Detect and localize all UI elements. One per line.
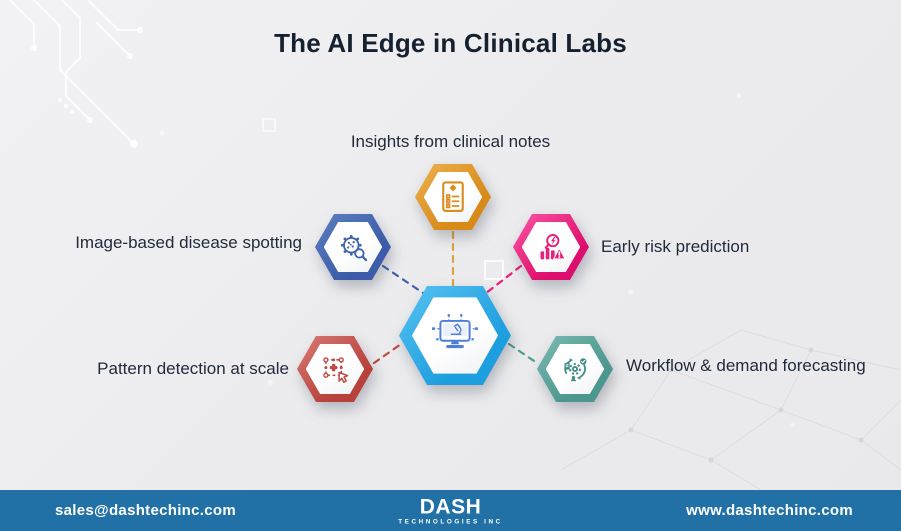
- label-pattern: Pattern detection at scale: [97, 359, 289, 378]
- clinical-notes-document-icon: [442, 181, 464, 212]
- hexagon-workflow: [537, 336, 613, 402]
- pattern-grid-cursor-icon: [323, 357, 349, 383]
- hexagon-risk: [513, 214, 589, 280]
- hexagon-center-ai-lab: [399, 286, 511, 385]
- square-watermark: [484, 260, 504, 280]
- hexagon-imaging: [315, 214, 391, 280]
- dash-technologies-logo: DASH TECHNOLOGIES INC: [398, 496, 503, 525]
- monitor-microscope-icon: [432, 314, 478, 349]
- label-workflow: Workflow & demand forecasting: [626, 356, 866, 375]
- circuit-trace-decoration: [9, 0, 143, 148]
- page-title: The AI Edge in Clinical Labs: [274, 28, 627, 58]
- footer-website-link[interactable]: www.dashtechinc.com: [686, 502, 853, 519]
- square-watermark: [262, 118, 276, 132]
- footer-email-link[interactable]: sales@dashtechinc.com: [55, 502, 236, 519]
- logo-wordmark: DASH: [419, 494, 482, 518]
- logo-tagline: TECHNOLOGIES INC: [398, 517, 503, 525]
- label-risk: Early risk prediction: [601, 237, 750, 256]
- label-insights: Insights from clinical notes: [350, 132, 551, 151]
- label-imaging: Image-based disease spotting: [75, 233, 302, 252]
- pathogen-magnifier-icon: [340, 234, 368, 262]
- hexagon-pattern: [297, 336, 373, 402]
- hexagon-insights: [415, 164, 491, 230]
- footer-bar: sales@dashtechinc.com DASH TECHNOLOGIES …: [0, 490, 901, 531]
- risk-chart-alert-icon: [540, 234, 566, 260]
- workflow-cycle-icon: [564, 358, 587, 382]
